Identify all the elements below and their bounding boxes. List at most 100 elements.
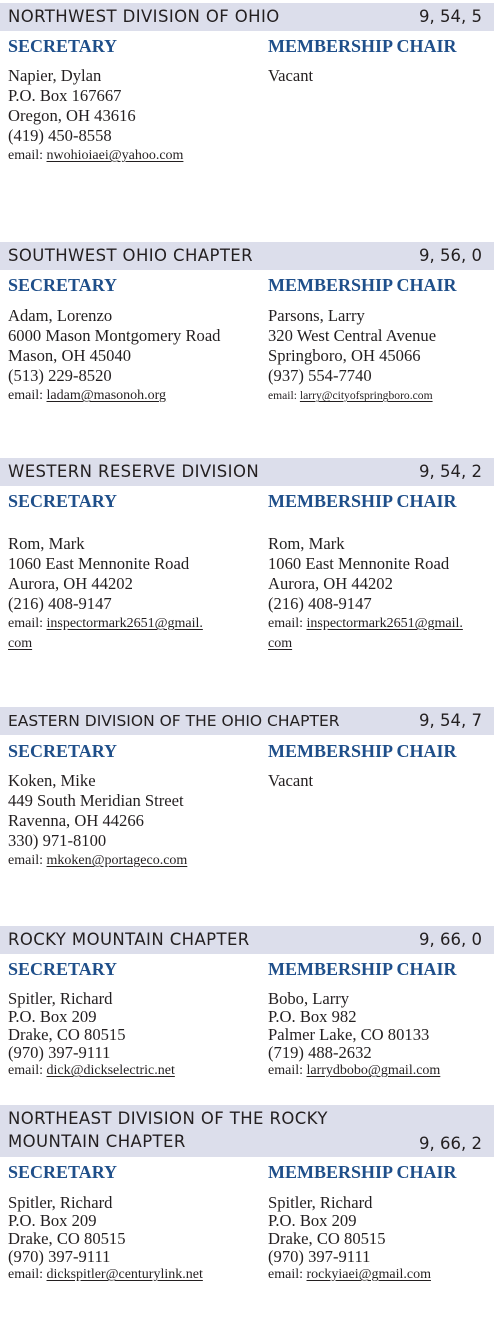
secretary-heading: SECRETARY <box>8 275 118 295</box>
membership-contact: Spitler, Richard P.O. Box 209 Drake, CO … <box>268 1194 431 1284</box>
contact-address-line2: Ravenna, OH 44266 <box>8 811 144 830</box>
secretary-heading: SECRETARY <box>8 1162 118 1182</box>
membership-chair-heading: MEMBERSHIP CHAIR <box>268 36 457 56</box>
membership-chair-heading: MEMBERSHIP CHAIR <box>268 275 457 295</box>
email-link[interactable]: mkoken@portageco.com <box>46 853 188 868</box>
contact-address-line1: 449 South Meridian Street <box>8 791 184 810</box>
email-link-continued[interactable]: com <box>8 636 33 651</box>
membership-contact: Parsons, Larry 320 West Central Avenue S… <box>268 306 436 406</box>
email-link[interactable]: dickspitler@centurylink.net <box>46 1267 203 1282</box>
contact-email-line: email: mkoken@portageco.com <box>8 851 187 871</box>
email-label: email: <box>8 388 43 403</box>
chapter-title: SOUTHWEST OHIO CHAPTER <box>8 246 253 265</box>
contact-name: Rom, Mark <box>8 534 85 553</box>
chapter-code: 9, 66, 0 <box>419 930 482 949</box>
contact-email-line: email: ladam@masonoh.org <box>8 386 220 406</box>
contact-phone: (970) 397-9111 <box>268 1247 371 1266</box>
contact-address-line1: P.O. Box 209 <box>8 1211 97 1230</box>
membership-contact: Rom, Mark 1060 East Mennonite Road Auror… <box>268 534 463 654</box>
contact-address-line1: P.O. Box 982 <box>268 1007 357 1026</box>
membership-contact: Vacant <box>268 66 313 86</box>
secretary-heading: SECRETARY <box>8 491 118 511</box>
membership-contact: Bobo, Larry P.O. Box 982 Palmer Lake, CO… <box>268 990 440 1080</box>
contact-address-line1: 1060 East Mennonite Road <box>268 554 450 573</box>
secretary-contact: Rom, Mark 1060 East Mennonite Road Auror… <box>8 534 203 654</box>
email-link[interactable]: rockyiaei@gmail.com <box>306 1267 431 1282</box>
chapter-code: 9, 54, 7 <box>419 711 482 730</box>
contact-address-line2: Mason, OH 45040 <box>8 346 132 365</box>
contact-phone: (513) 229-8520 <box>8 366 112 385</box>
email-link[interactable]: inspectormark2651@gmail. <box>46 616 203 631</box>
contact-address-line2: Aurora, OH 44202 <box>268 574 393 593</box>
membership-chair-heading: MEMBERSHIP CHAIR <box>268 1162 457 1182</box>
email-label: email: <box>268 1063 303 1078</box>
contact-email-line: email: dick@dickselectric.net <box>8 1062 175 1080</box>
membership-chair-heading: MEMBERSHIP CHAIR <box>268 741 457 761</box>
contact-phone: (970) 397-9111 <box>8 1043 111 1062</box>
contact-address-line2: Springboro, OH 45066 <box>268 346 421 365</box>
secretary-heading: SECRETARY <box>8 36 118 56</box>
chapter-header-bar: WESTERN RESERVE DIVISION 9, 54, 2 <box>0 458 494 486</box>
contact-address-line2: Aurora, OH 44202 <box>8 574 133 593</box>
chapter-title: EASTERN DIVISION OF THE OHIO CHAPTER <box>8 712 340 730</box>
chapter-code: 9, 54, 5 <box>419 7 482 26</box>
chapter-northeast-division-of-the-rocky-mountain: NORTHEAST DIVISION OF THE ROCKY MOUNTAIN… <box>0 1105 494 1282</box>
membership-contact: Vacant <box>268 771 313 791</box>
email-label: email: <box>8 1063 43 1078</box>
secretary-contact: Spitler, Richard P.O. Box 209 Drake, CO … <box>8 990 175 1080</box>
contact-address-line1: 1060 East Mennonite Road <box>8 554 190 573</box>
chapter-header-bar: NORTHWEST DIVISION OF OHIO 9, 54, 5 <box>0 3 494 31</box>
contact-address-line2: Palmer Lake, CO 80133 <box>268 1025 430 1044</box>
chapter-title-line1: NORTHEAST DIVISION OF THE ROCKY <box>8 1109 328 1128</box>
email-link-continued[interactable]: com <box>268 636 293 651</box>
chapter-code: 9, 66, 2 <box>419 1134 482 1153</box>
contact-email-line: email: nwohioiaei@yahoo.com <box>8 146 183 166</box>
chapter-title: WESTERN RESERVE DIVISION <box>8 462 260 481</box>
email-link[interactable]: inspectormark2651@gmail. <box>306 616 463 631</box>
chapter-header-bar: NORTHEAST DIVISION OF THE ROCKY MOUNTAIN… <box>0 1105 494 1157</box>
contact-email-line: email: rockyiaei@gmail.com <box>268 1266 431 1284</box>
contact-phone: (419) 450-8558 <box>8 126 112 145</box>
secretary-heading: SECRETARY <box>8 741 118 761</box>
chapter-rocky-mountain: ROCKY MOUNTAIN CHAPTER 9, 66, 0 SECRETAR… <box>0 926 494 1078</box>
contact-name: Parsons, Larry <box>268 306 365 325</box>
email-link[interactable]: larry@cityofspringboro.com <box>299 389 433 402</box>
chapter-code: 9, 56, 0 <box>419 246 482 265</box>
contact-phone: 330) 971-8100 <box>8 831 107 850</box>
contact-address-line2: Drake, CO 80515 <box>8 1229 126 1248</box>
contact-email-line-continued: com <box>268 634 463 654</box>
contact-address-line2: Drake, CO 80515 <box>268 1229 386 1248</box>
email-link[interactable]: larrydbobo@gmail.com <box>306 1063 441 1078</box>
contact-email-line-continued: com <box>8 634 203 654</box>
chapter-title: ROCKY MOUNTAIN CHAPTER <box>8 930 250 949</box>
membership-chair-heading: MEMBERSHIP CHAIR <box>268 959 457 979</box>
email-link[interactable]: ladam@masonoh.org <box>46 388 167 403</box>
contact-address-line1: P.O. Box 209 <box>8 1007 97 1026</box>
contact-email-line: email: larrydbobo@gmail.com <box>268 1062 440 1080</box>
secretary-heading: SECRETARY <box>8 959 118 979</box>
contact-address-line1: 6000 Mason Montgomery Road <box>8 326 221 345</box>
contact-name: Napier, Dylan <box>8 66 102 85</box>
email-link[interactable]: nwohioiaei@yahoo.com <box>46 148 184 163</box>
chapter-western-reserve-division: WESTERN RESERVE DIVISION 9, 54, 2 SECRET… <box>0 458 494 651</box>
contact-phone: (937) 554-7740 <box>268 366 372 385</box>
contact-email-line: email: inspectormark2651@gmail. <box>268 614 463 634</box>
email-link[interactable]: dick@dickselectric.net <box>46 1063 175 1078</box>
secretary-contact: Spitler, Richard P.O. Box 209 Drake, CO … <box>8 1194 203 1284</box>
chapter-title: NORTHWEST DIVISION OF OHIO <box>8 7 280 26</box>
email-label: email: <box>268 616 303 631</box>
email-label: email: <box>8 1267 43 1282</box>
chapter-header-bar: EASTERN DIVISION OF THE OHIO CHAPTER 9, … <box>0 707 494 735</box>
contact-name: Adam, Lorenzo <box>8 306 113 325</box>
contact-name: Spitler, Richard <box>268 1193 373 1212</box>
email-label: email: <box>8 853 43 868</box>
contact-name: Bobo, Larry <box>268 989 350 1008</box>
contact-phone: (216) 408-9147 <box>268 594 372 613</box>
contact-address-line1: P.O. Box 167667 <box>8 86 122 105</box>
contact-phone: (970) 397-9111 <box>8 1247 111 1266</box>
contact-address-line2: Oregon, OH 43616 <box>8 106 136 125</box>
contact-name: Spitler, Richard <box>8 989 113 1008</box>
contact-address-line2: Drake, CO 80515 <box>8 1025 126 1044</box>
membership-chair-heading: MEMBERSHIP CHAIR <box>268 491 457 511</box>
contact-phone: (216) 408-9147 <box>8 594 112 613</box>
